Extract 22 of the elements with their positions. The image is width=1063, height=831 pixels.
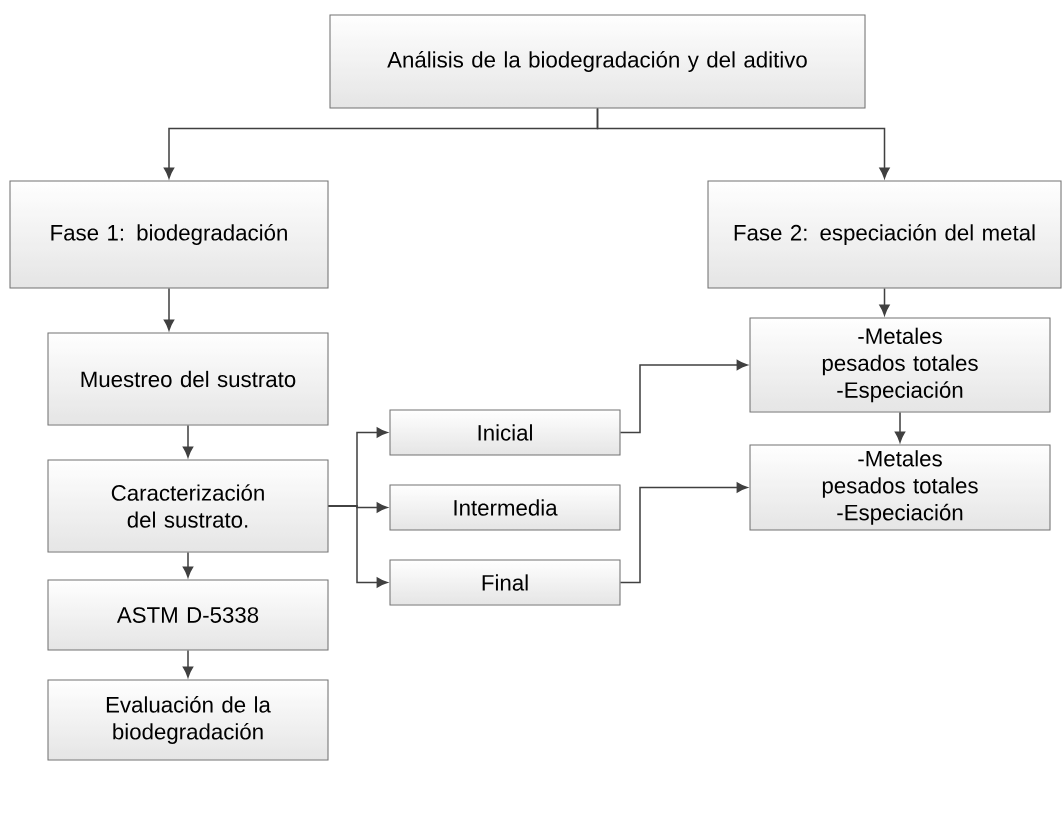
- arrow: [879, 287, 890, 316]
- process-box: Fase 2: especiación del metal: [707, 180, 1062, 289]
- process-box: Inicial: [389, 409, 621, 456]
- process-box: Intermedia: [389, 484, 621, 531]
- process-box: -Metales pesados totales -Especiación: [749, 444, 1051, 531]
- process-box: Evaluación de la biodegradación: [47, 679, 329, 761]
- arrow: [619, 359, 748, 434]
- arrow: [182, 649, 194, 678]
- process-box: -Metales pesados totales -Especiación: [749, 317, 1051, 413]
- arrow: [327, 505, 388, 588]
- process-box: Análisis de la biodegradación y del aditivo: [329, 14, 866, 109]
- arrow: [163, 287, 175, 331]
- process-box: ASTM D-5338: [47, 579, 329, 651]
- arrow: [182, 424, 194, 458]
- process-box: Final: [389, 559, 621, 606]
- process-box: Muestreo del sustrato: [47, 332, 329, 426]
- process-box: Fase 1: biodegradación: [9, 180, 329, 289]
- arrow: [619, 482, 748, 584]
- arrow: [894, 411, 906, 443]
- arrow: [596, 107, 890, 179]
- arrow: [182, 551, 194, 578]
- process-box: Caracterización del sustrato.: [47, 459, 329, 553]
